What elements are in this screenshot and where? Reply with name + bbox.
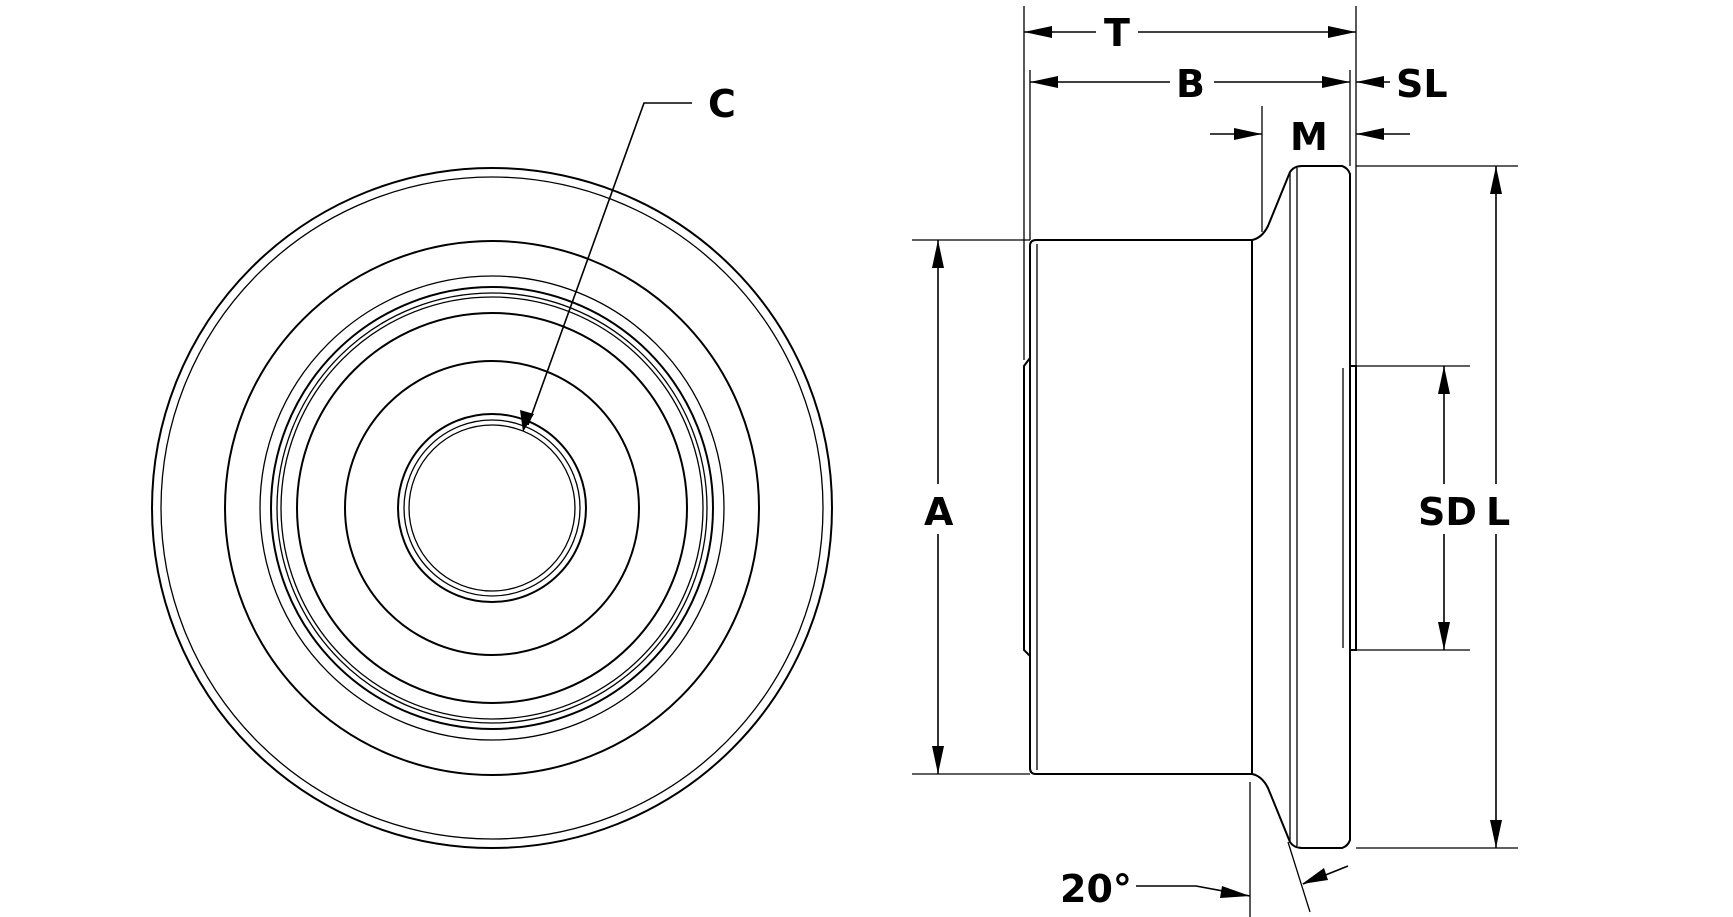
front-inner-ring-circle [344,360,640,656]
label-t: T [1104,11,1130,55]
front-shield-inner-circle [280,296,704,720]
label-l: L [1486,490,1510,534]
dimension-m: M [1210,115,1410,159]
ext-angle-slant [1287,841,1311,913]
l-arrow-top [1490,166,1502,194]
front-inner-ring-outer-circle [296,312,688,704]
m-arrow-right [1356,128,1384,140]
label-b: B [1176,62,1205,106]
front-view [151,167,833,849]
a-arrow-top [932,240,944,268]
c-leader-line [527,102,692,426]
dimension-a: A [924,240,954,774]
front-outer-flange-circle [151,167,833,849]
m-arrow-left [1234,128,1262,140]
sd-arrow-bottom [1438,622,1450,650]
label-a: A [924,490,954,534]
a-arrow-bottom [932,746,944,774]
front-flange-inner-circle [160,176,824,840]
sd-arrow-top [1438,366,1450,394]
label-c: C [708,82,736,126]
extension-lines [912,6,1518,917]
c-leader-arrow [520,410,534,432]
dimension-angle: 20° [1060,865,1349,911]
front-shield-circle [276,292,708,724]
dimension-b: B [1030,62,1350,106]
label-angle: 20° [1060,867,1132,911]
side-view [1023,165,1357,849]
label-sl: SL [1396,62,1448,106]
side-outer-ring-body [1029,239,1253,775]
b-arrow-left [1030,76,1058,88]
t-arrow-right [1328,26,1356,38]
dimension-l: L [1486,166,1510,848]
front-bore-circle [403,419,581,597]
label-sd: SD [1418,490,1477,534]
front-outer-ring-circle [224,240,760,776]
side-inner-ring-left [1023,357,1031,657]
dimension-c: C [520,82,736,432]
sl-arrow [1356,76,1384,88]
angle-arrow-right [1302,868,1328,884]
dimension-sd: SD [1418,366,1477,650]
b-arrow-right [1322,76,1350,88]
dimension-sl: SL [1356,62,1448,106]
front-bore-chamfer-circle [397,413,587,603]
front-bore-inner-circle [408,424,576,592]
front-shield-outer-circle [270,286,714,730]
front-outer-ring-inner-circle [259,275,725,741]
l-arrow-bottom [1490,820,1502,848]
side-inner-ring-right [1350,365,1357,651]
dimension-t: T [1024,11,1356,55]
angle-arrow-left [1220,886,1250,898]
label-m: M [1290,115,1328,159]
t-arrow-left [1024,26,1052,38]
side-flange-body [1251,165,1351,849]
